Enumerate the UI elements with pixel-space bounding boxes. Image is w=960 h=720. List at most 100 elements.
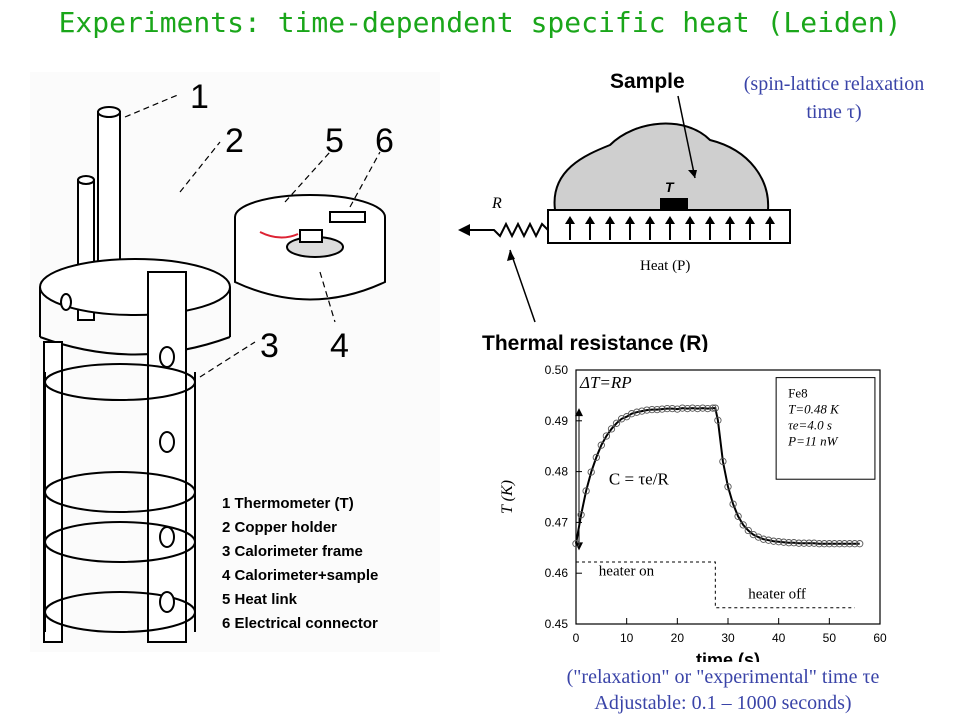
data-point: [714, 416, 722, 424]
data-point: [638, 407, 646, 415]
y-tick-label-0: 0.45: [545, 617, 569, 631]
data-point: [587, 468, 595, 476]
data-point: [643, 406, 651, 414]
resistance-zigzag: [468, 221, 549, 239]
data-point: [820, 540, 828, 548]
r-label: R: [491, 195, 502, 212]
data-point: [734, 512, 742, 520]
data-point: [790, 539, 798, 547]
thermometer-block: [660, 198, 688, 210]
data-point: [780, 538, 788, 546]
spin-lattice-note-line1: (spin-lattice relaxation: [743, 73, 925, 95]
callout-6: 6: [375, 122, 394, 160]
data-point: [633, 408, 641, 416]
x-tick-label-2: 20: [671, 631, 685, 645]
y-tick-label-1: 0.46: [545, 566, 569, 580]
data-point: [805, 539, 813, 547]
data-point: [648, 405, 656, 414]
page-title: Experiments: time-dependent specific hea…: [58, 6, 902, 39]
data-point: [856, 540, 864, 548]
y-tick-label-5: 0.50: [545, 363, 569, 377]
legend-box: [775, 377, 876, 480]
data-point: [729, 500, 737, 508]
x-tick-label-0: 0: [573, 631, 580, 645]
y-tick-label-3: 0.48: [545, 465, 569, 479]
callout-4: 4: [330, 327, 349, 365]
data-point: [724, 483, 732, 491]
sample-schematic: Sample T Heat (P) R Thermal resistance (…: [458, 70, 791, 355]
experimental-time-note-line1: ("relaxation" or "experimental" time τe: [566, 666, 880, 688]
legend-line-1: T=0.48 K: [788, 402, 840, 417]
data-point: [795, 539, 803, 547]
legend-item-3: 3 Calorimeter frame: [222, 543, 363, 560]
calorimeter-drawing: 1 2 5 6 3 4 1 Thermometer (T) 2 Copper h…: [30, 72, 440, 652]
data-point: [592, 453, 600, 462]
heater-state-line: [575, 561, 855, 616]
callout-3: 3: [260, 327, 279, 365]
data-point: [764, 536, 773, 544]
data-point: [711, 404, 719, 412]
x-axis-label: time (s): [696, 650, 760, 662]
data-point: [744, 526, 752, 535]
x-tick-label-6: 60: [873, 631, 887, 645]
data-point: [769, 537, 778, 545]
data-point: [825, 540, 833, 548]
data-point: [739, 521, 747, 529]
data-point: [668, 404, 676, 413]
data-point: [835, 540, 844, 548]
data-point: [653, 405, 661, 414]
data-point: [673, 405, 681, 413]
data-point: [785, 539, 793, 547]
data-point: [607, 425, 616, 433]
delta-t-label: ΔT=RP: [579, 373, 632, 392]
y-tick-label-2: 0.47: [545, 515, 569, 529]
data-point: [617, 415, 626, 423]
x-tick-label-5: 50: [823, 631, 837, 645]
data-point: [719, 457, 727, 466]
y-axis-label: T (K): [499, 480, 516, 514]
sample-label: Sample: [610, 70, 685, 93]
data-point: [754, 533, 763, 541]
heat-label: Heat (P): [640, 258, 690, 274]
legend-item-5: 5 Heat link: [222, 591, 298, 608]
data-point: [572, 540, 580, 548]
spin-lattice-note-line2: time τ): [806, 101, 862, 123]
data-point: [577, 511, 585, 519]
legend-item-1: 1 Thermometer (T): [222, 495, 354, 512]
data-point: [709, 404, 717, 412]
callout-5: 5: [325, 122, 344, 160]
resistance-label: Thermal resistance (R): [482, 332, 708, 355]
data-point: [830, 540, 839, 548]
legend-line-2: τe=4.0 s: [788, 418, 832, 433]
data-point: [658, 405, 666, 413]
data-point: [602, 432, 611, 440]
data-point: [628, 410, 636, 418]
x-tick-label-4: 40: [772, 631, 786, 645]
data-point: [693, 404, 702, 413]
data-point: [582, 487, 590, 495]
heater-off-label: heater off: [748, 587, 806, 603]
legend-item-4: 4 Calorimeter+sample: [222, 567, 378, 584]
data-point: [775, 538, 783, 546]
fit-curve-0: [575, 407, 860, 545]
data-point: [759, 535, 768, 543]
data-point: [851, 540, 859, 548]
callout-2: 2: [225, 122, 244, 160]
data-point: [810, 539, 818, 547]
delta-t-arrow-head-top: [575, 408, 583, 417]
legend-item-2: 2 Copper holder: [222, 519, 337, 536]
delta-t-arrow-head-bottom: [575, 542, 583, 551]
data-point: [845, 540, 854, 548]
data-point: [815, 540, 823, 548]
capacity-annotation: C = τe/R: [609, 469, 670, 488]
data-point: [612, 419, 621, 427]
y-tick-label-4: 0.49: [545, 414, 569, 428]
legend-line-0: Fe8: [788, 386, 808, 401]
data-point: [683, 404, 692, 413]
x-tick-label-3: 30: [721, 631, 735, 645]
sample-blob: [553, 122, 770, 211]
legend-item-6: 6 Electrical connector: [222, 615, 378, 632]
legend-line-3: P=11 nW: [787, 434, 838, 449]
data-point: [663, 404, 671, 413]
